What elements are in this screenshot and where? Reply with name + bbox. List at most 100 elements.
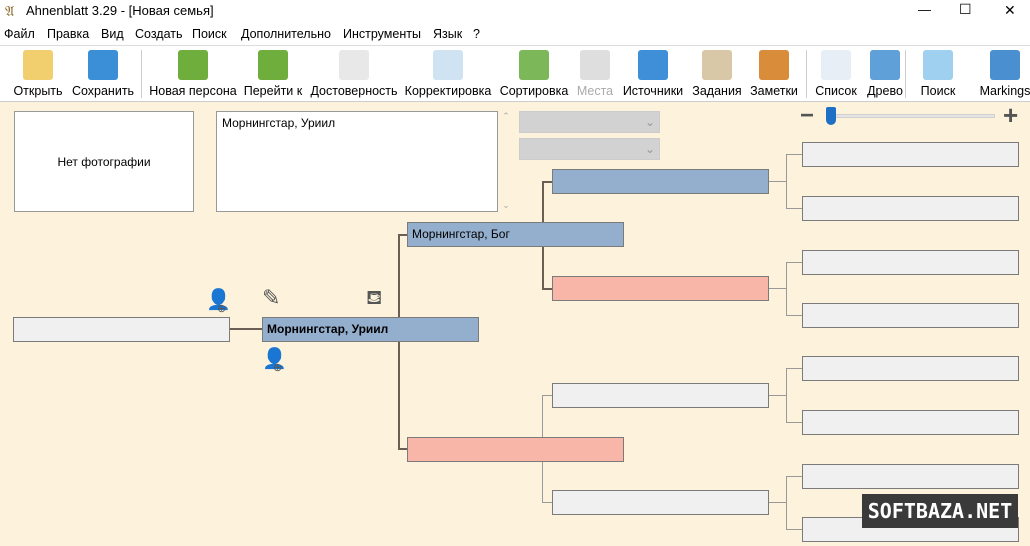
connector bbox=[768, 181, 786, 182]
connector bbox=[786, 208, 802, 209]
grandparent-box[interactable] bbox=[552, 276, 769, 301]
zoom-slider-track[interactable] bbox=[830, 114, 995, 118]
checklist-icon bbox=[339, 50, 369, 80]
great-grandparent-box[interactable] bbox=[802, 464, 1019, 489]
connector bbox=[542, 181, 552, 183]
toolbar-label: Места bbox=[576, 84, 614, 98]
great-grandparent-box[interactable] bbox=[802, 410, 1019, 435]
paint-bucket-icon[interactable]: ⛾ bbox=[366, 287, 383, 309]
photo-placeholder[interactable]: Нет фотографии bbox=[14, 111, 194, 212]
title-bar: 𝔄 Ahnenblatt 3.29 - [Новая семья] — ☐ ✕ bbox=[0, 0, 1030, 22]
toolbar-button-globe[interactable]: Места bbox=[547, 48, 643, 100]
root-person-box[interactable]: Морнингстар, Уриил bbox=[262, 317, 479, 342]
menu-extra[interactable]: Дополнительно bbox=[241, 27, 331, 41]
list-icon bbox=[821, 50, 851, 80]
toolbar-label: Задания bbox=[692, 84, 742, 98]
toolbar-label: Источники bbox=[622, 84, 684, 98]
minimize-button[interactable]: — bbox=[918, 2, 931, 17]
book-icon bbox=[638, 50, 668, 80]
zoom-out-button[interactable]: − bbox=[800, 102, 815, 129]
connector bbox=[542, 502, 552, 503]
toolbar-label: Заметки bbox=[750, 84, 798, 98]
toolbar-button-clipboard[interactable]: Задания bbox=[669, 48, 765, 100]
toolbar-button-tree[interactable]: Древо bbox=[837, 48, 933, 100]
globe-icon bbox=[580, 50, 610, 80]
zoom-in-button[interactable]: + bbox=[1003, 100, 1019, 130]
new-person-icon bbox=[178, 50, 208, 80]
toolbar-label: Поиск bbox=[920, 84, 956, 98]
toolbar-separator bbox=[806, 50, 807, 98]
folder-icon bbox=[23, 50, 53, 80]
grandparent-box[interactable] bbox=[552, 383, 769, 408]
toolbar-button-markings[interactable]: Markings bbox=[957, 48, 1030, 100]
toolbar-button-search[interactable]: Поиск bbox=[890, 48, 986, 100]
combo-box-2[interactable]: ⌄ bbox=[519, 138, 660, 160]
child-box[interactable] bbox=[13, 317, 230, 342]
toolbar-button-new-person[interactable]: Новая персона bbox=[145, 48, 241, 100]
notes-scrollbar[interactable]: ⌃⌄ bbox=[502, 111, 510, 210]
zoom-slider-thumb[interactable] bbox=[826, 107, 836, 125]
menu-tools[interactable]: Инструменты bbox=[343, 27, 421, 41]
menu-help[interactable]: ? bbox=[473, 27, 480, 41]
edit-pencil-icon[interactable]: ✎ bbox=[262, 285, 281, 310]
connector bbox=[786, 476, 802, 477]
grandparent-box[interactable] bbox=[552, 169, 769, 194]
spelling-icon bbox=[433, 50, 463, 80]
grandparent-box[interactable] bbox=[552, 490, 769, 515]
toolbar-button-sort[interactable]: Сортировка bbox=[486, 48, 582, 100]
great-grandparent-box[interactable] bbox=[802, 142, 1019, 167]
toolbar-button-go-to-person[interactable]: Перейти к bbox=[225, 48, 321, 100]
window-title: Ahnenblatt 3.29 - [Новая семья] bbox=[26, 3, 214, 18]
toolbar-button-address-book[interactable]: Заметки bbox=[726, 48, 822, 100]
connector bbox=[542, 288, 552, 290]
menu-create[interactable]: Создать bbox=[135, 27, 183, 41]
toolbar-button-spelling[interactable]: Корректировка bbox=[400, 48, 496, 100]
connector bbox=[786, 476, 787, 530]
toolbar-label: Корректировка bbox=[404, 84, 492, 98]
toolbar-button-checklist[interactable]: Достоверность bbox=[306, 48, 402, 100]
toolbar-button-folder[interactable]: Открыть bbox=[0, 48, 86, 100]
father-box[interactable]: Морнингстар, Бог bbox=[407, 222, 624, 247]
connector bbox=[768, 395, 786, 396]
toolbar-button-save[interactable]: Сохранить bbox=[55, 48, 151, 100]
connector bbox=[786, 154, 802, 155]
app-logo-icon: 𝔄 bbox=[5, 3, 15, 19]
maximize-button[interactable]: ☐ bbox=[959, 1, 972, 17]
toolbar-separator bbox=[141, 50, 142, 98]
connector bbox=[229, 328, 263, 330]
menu-edit[interactable]: Правка bbox=[47, 27, 90, 41]
close-button[interactable]: ✕ bbox=[1004, 2, 1016, 18]
connector bbox=[398, 234, 408, 236]
notes-textarea[interactable]: Морнингстар, Уриил bbox=[216, 111, 498, 212]
no-photo-text: Нет фотографии bbox=[57, 154, 151, 169]
connector bbox=[786, 315, 802, 316]
menu-view[interactable]: Вид bbox=[101, 27, 124, 41]
sort-icon bbox=[519, 50, 549, 80]
add-person-icon[interactable]: 👤⊕ bbox=[262, 348, 287, 374]
toolbar-label: Открыть bbox=[13, 84, 63, 98]
connector bbox=[786, 368, 787, 423]
menu-language[interactable]: Язык bbox=[433, 27, 463, 41]
toolbar-label: Достоверность bbox=[310, 84, 398, 98]
great-grandparent-box[interactable] bbox=[802, 196, 1019, 221]
menu-bar: Файл Правка Вид Создать Поиск Дополнител… bbox=[0, 22, 1030, 46]
menu-file[interactable]: Файл bbox=[4, 27, 35, 41]
connector bbox=[542, 395, 552, 396]
toolbar-button-book[interactable]: Источники bbox=[605, 48, 701, 100]
connector bbox=[786, 154, 787, 209]
add-person-icon[interactable]: 👤⊕ bbox=[206, 289, 231, 315]
menu-search[interactable]: Поиск bbox=[192, 27, 227, 41]
address-book-icon bbox=[759, 50, 789, 80]
great-grandparent-box[interactable] bbox=[802, 356, 1019, 381]
toolbar-label: Markings bbox=[979, 84, 1030, 98]
great-grandparent-box[interactable] bbox=[802, 250, 1019, 275]
clipboard-icon bbox=[702, 50, 732, 80]
combo-box-1[interactable]: ⌄ bbox=[519, 111, 660, 133]
toolbar-label: Сохранить bbox=[71, 84, 135, 98]
toolbar-separator bbox=[905, 50, 906, 98]
toolbar-label: Новая персона bbox=[149, 84, 237, 98]
toolbar-button-list[interactable]: Список bbox=[788, 48, 884, 100]
mother-box[interactable] bbox=[407, 437, 624, 462]
great-grandparent-box[interactable] bbox=[802, 303, 1019, 328]
connector bbox=[786, 422, 802, 423]
